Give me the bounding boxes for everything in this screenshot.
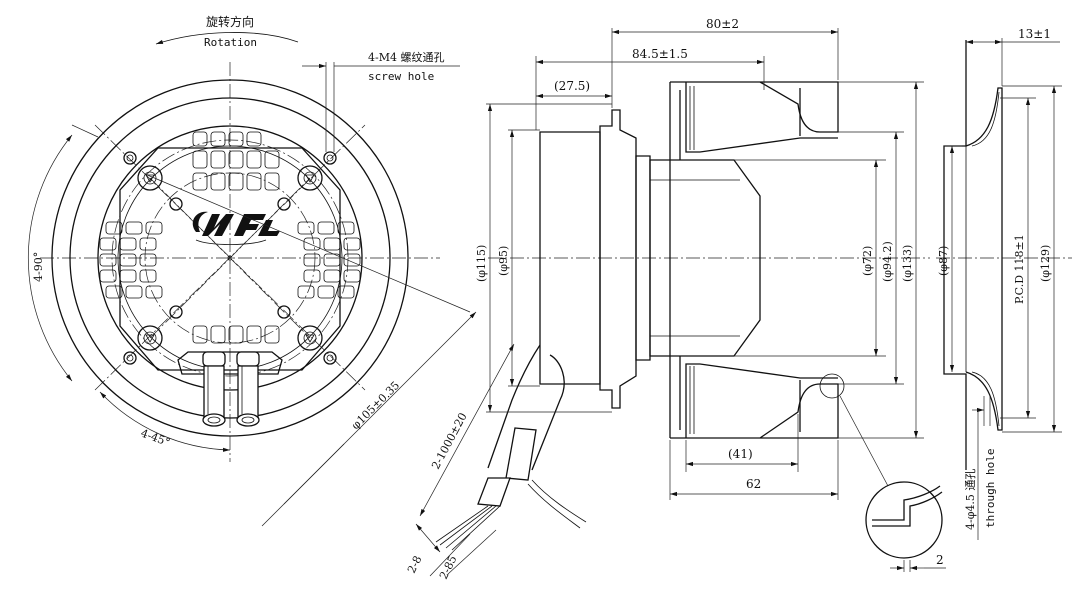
dim-41-label: (41) (728, 447, 753, 461)
dim-62-label: 62 (746, 477, 761, 491)
cable-2-85-label: 2-85 (437, 553, 460, 581)
vent-slots-top (192, 131, 280, 191)
angle-90-label: 4-90° (32, 252, 45, 282)
dim-87-label: (φ87) (937, 246, 950, 276)
cable-2-8-label: 2-8 (405, 554, 424, 576)
dim-84-5-label: 84.5±1.5 (632, 47, 688, 61)
dim-133-label: (φ133) (901, 245, 914, 282)
inner-holes (169, 197, 291, 319)
dim-129-label: (φ129) (1039, 245, 1052, 282)
screw-hole-label-en: screw hole (368, 70, 434, 83)
angle-45-label: 4-45° (139, 427, 172, 450)
dim-pcd-label: P.C.D 118±1 (1013, 234, 1026, 304)
detail-2-label: 2 (936, 553, 944, 567)
dim-72-label: (φ72) (861, 246, 874, 276)
side-view: 80±2 84.5±1.5 (27.5) (φ115) (φ95) (φ72) … (405, 17, 930, 581)
dim-95-label: (φ95) (497, 246, 510, 276)
vent-slots-right (297, 221, 361, 299)
through-hole-label-en: through hole (984, 449, 997, 528)
vent-slots-bottom (192, 325, 280, 344)
diameter-105-label: φ105±0.35 (349, 379, 402, 432)
screw-bosses (137, 165, 323, 351)
dim-115-label: (φ115) (475, 245, 488, 282)
vent-slots-left (99, 221, 163, 299)
dim-80-label: 80±2 (706, 17, 739, 31)
front-view: 旋转方向 Rotation 4-M4 螺纹通孔 screw hole 4-90°… (28, 14, 477, 527)
dim-27-5-label: (27.5) (554, 79, 590, 93)
rotation-label-cn: 旋转方向 (206, 14, 254, 29)
through-hole-label-cn: 4-φ4.5 通孔 (964, 469, 977, 530)
brand-logo (192, 211, 280, 245)
rotation-label-en: Rotation (204, 36, 257, 49)
ring-view: 13±1 (φ87) P.C.D 118±1 (φ129) 4-φ4.5 通孔 … (839, 27, 1072, 572)
screw-holes (123, 151, 337, 365)
screw-hole-label-cn: 4-M4 螺纹通孔 (368, 50, 444, 64)
dim-94-2-label: (φ94.2) (881, 241, 894, 282)
dim-13-label: 13±1 (1018, 27, 1051, 41)
